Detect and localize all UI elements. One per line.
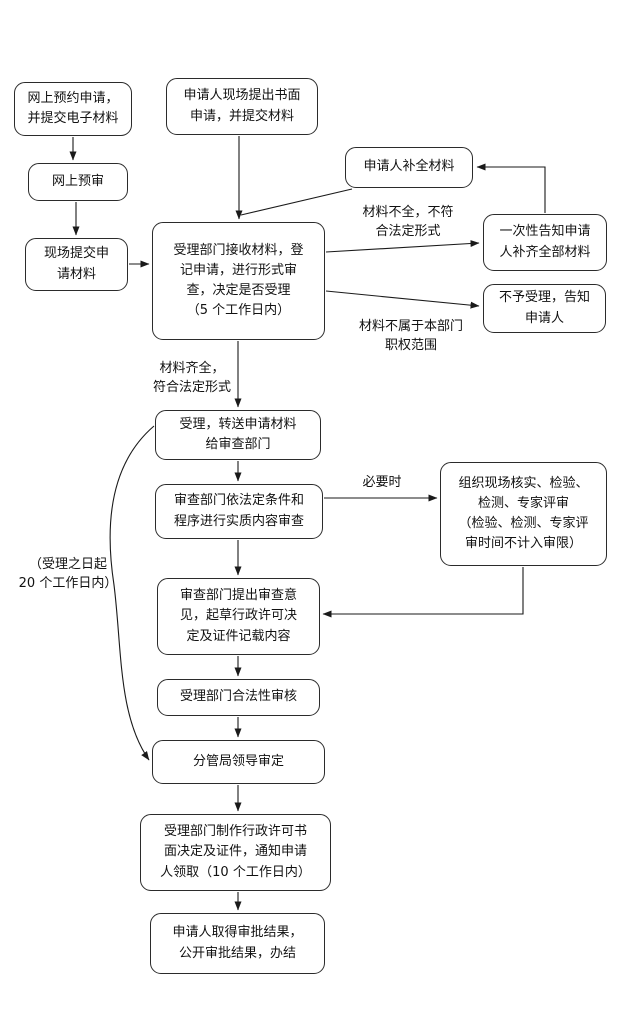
node-leader-approval-label: 分管局领导审定 [192, 753, 284, 769]
node-onsite-verification-label: 组织现场核实、检验、 检测、专家评审 （检验、检测、专家评 审时间不计入审限） [458, 475, 589, 552]
node-reject-notice-label: 不予受理，告知 申请人 [498, 290, 590, 326]
node-online-preview: 网上预审 [28, 163, 128, 201]
node-onsite-submit-label: 现场提交申 请材料 [43, 246, 109, 282]
node-accept-transfer-label: 受理，转送申请材料 给审查部门 [179, 416, 297, 452]
node-review-opinion: 审查部门提出审查意 见，起草行政许可决 定及证件记载内容 [157, 578, 320, 655]
label-time-limit: （受理之日起 20 个工作日内） [18, 557, 118, 591]
node-supplement-materials-label: 申请人补全材料 [363, 159, 455, 175]
label-when-necessary: 必要时 [362, 475, 402, 490]
node-one-time-notice: 一次性告知申请 人补齐全部材料 [483, 214, 607, 271]
node-onsite-verification: 组织现场核实、检验、 检测、专家评审 （检验、检测、专家评 审时间不计入审限） [440, 462, 607, 566]
node-accept-transfer: 受理，转送申请材料 给审查部门 [155, 410, 321, 460]
arrow-verification-to-opinion [322, 567, 524, 618]
node-acceptance-review-label: 受理部门接收材料，登 记申请，进行形式审 查，决定是否受理 （5 个工作日内） [173, 242, 304, 319]
line-supplement-rejoin [240, 188, 353, 216]
node-onsite-written-application: 申请人现场提出书面 申请，并提交材料 [166, 78, 318, 135]
arrow-notice-to-supplement [476, 163, 546, 213]
node-online-appointment-label: 网上预约申请， 并提交电子材料 [27, 90, 119, 126]
node-reject-notice: 不予受理，告知 申请人 [483, 284, 606, 333]
node-review-opinion-label: 审查部门提出审查意 见，起草行政许可决 定及证件记载内容 [179, 588, 297, 644]
node-legality-review: 受理部门合法性审核 [157, 679, 320, 716]
node-legality-review-label: 受理部门合法性审核 [179, 689, 297, 705]
node-make-decision-label: 受理部门制作行政许可书 面决定及证件，通知申请 人领取（10 个工作日内） [160, 824, 311, 880]
label-materials-incomplete: 材料不全，不符 合法定形式 [362, 205, 454, 239]
label-materials-complete: 材料齐全， 符合法定形式 [152, 361, 231, 395]
node-one-time-notice-label: 一次性告知申请 人补齐全部材料 [499, 224, 591, 260]
node-substantive-review: 审查部门依法定条件和 程序进行实质内容审查 [155, 484, 323, 539]
node-acceptance-review: 受理部门接收材料，登 记申请，进行形式审 查，决定是否受理 （5 个工作日内） [152, 222, 325, 340]
bracket-time-limit [109, 425, 155, 761]
node-supplement-materials: 申请人补全材料 [345, 147, 473, 188]
node-onsite-written-application-label: 申请人现场提出书面 申请，并提交材料 [183, 88, 301, 124]
node-online-preview-label: 网上预审 [51, 173, 104, 189]
node-obtain-result: 申请人取得审批结果， 公开审批结果，办结 [150, 913, 325, 974]
arrow-acceptance-to-reject [325, 290, 480, 309]
node-online-appointment: 网上预约申请， 并提交电子材料 [14, 82, 132, 136]
node-leader-approval: 分管局领导审定 [152, 740, 325, 784]
node-onsite-submit: 现场提交申 请材料 [25, 238, 128, 291]
node-make-decision: 受理部门制作行政许可书 面决定及证件，通知申请 人领取（10 个工作日内） [140, 814, 331, 891]
label-out-of-scope: 材料不属于本部门 职权范围 [358, 319, 463, 353]
node-substantive-review-label: 审查部门依法定条件和 程序进行实质内容审查 [173, 493, 304, 529]
node-obtain-result-label: 申请人取得审批结果， 公开审批结果，办结 [172, 925, 303, 961]
arrow-acceptance-to-notice [325, 240, 480, 253]
